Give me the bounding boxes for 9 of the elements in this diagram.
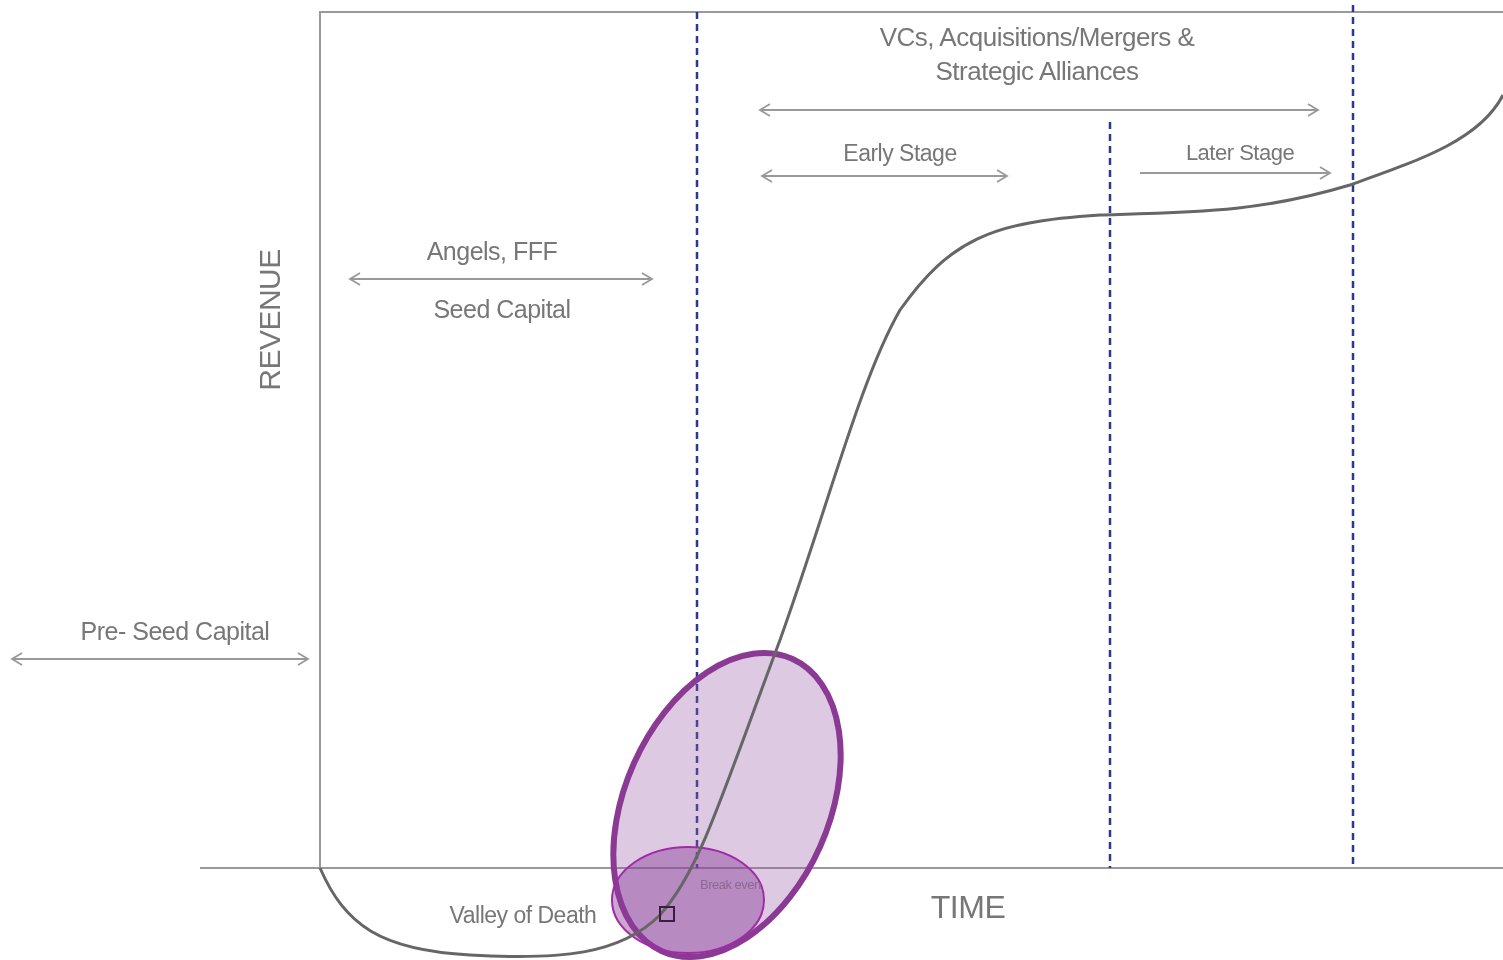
range-label: VCs, Acquisitions/Mergers & Strategic Alliances (878, 21, 1196, 88)
range-label: Pre- Seed Capital (79, 616, 271, 647)
range-label: Early Stage (842, 139, 958, 168)
axis-label: TIME (929, 890, 1007, 924)
axis-label: REVENUE (253, 248, 287, 393)
range-label: Later Stage (1184, 139, 1296, 167)
annotation: Valley of Death (448, 901, 598, 930)
range-label: Seed Capital (432, 294, 572, 325)
range-label: Angels, FFF (425, 236, 559, 267)
